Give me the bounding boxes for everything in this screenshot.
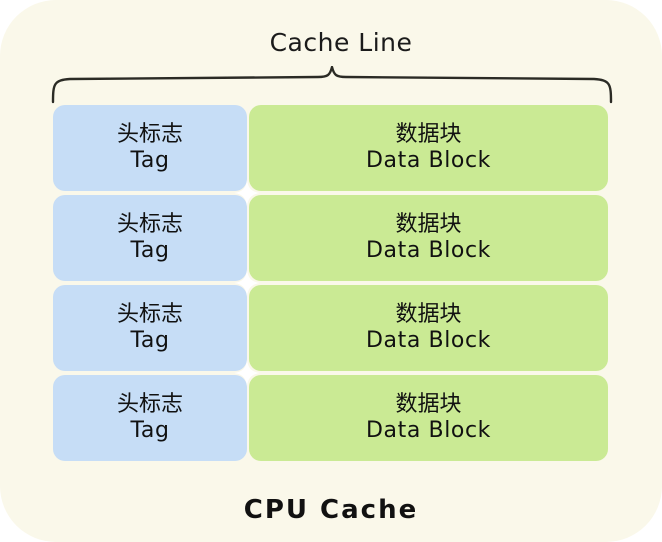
tag-cell-label-cn: 头标志: [116, 392, 183, 418]
tag-cell-label-cn: 头标志: [116, 212, 183, 238]
data-block-label-cn: 数据块: [395, 302, 462, 328]
data-block-cell: 数据块 Data Block: [249, 375, 608, 461]
cache-line-row: 头标志 Tag 数据块 Data Block: [53, 195, 608, 281]
tag-cell-label-en: Tag: [130, 238, 170, 263]
data-block-label-cn: 数据块: [395, 122, 462, 148]
data-block-label-en: Data Block: [365, 148, 492, 173]
tag-cell: 头标志 Tag: [53, 195, 247, 281]
data-block-label-cn: 数据块: [395, 212, 462, 238]
curly-brace-icon: [51, 66, 613, 104]
data-block-cell: 数据块 Data Block: [249, 285, 608, 371]
cache-line-label-text: Cache Line: [269, 28, 413, 57]
data-block-label-en: Data Block: [365, 328, 492, 353]
tag-cell: 头标志 Tag: [53, 285, 247, 371]
tag-cell-label-en: Tag: [130, 148, 170, 173]
data-block-label-cn: 数据块: [395, 392, 462, 418]
data-block-label-en: Data Block: [365, 238, 492, 263]
tag-cell: 头标志 Tag: [53, 105, 247, 191]
tag-cell: 头标志 Tag: [53, 375, 247, 461]
data-block-label-en: Data Block: [365, 418, 492, 443]
tag-cell-label-cn: 头标志: [116, 302, 183, 328]
tag-cell-label-cn: 头标志: [116, 122, 183, 148]
tag-cell-label-en: Tag: [130, 418, 170, 443]
data-block-cell: 数据块 Data Block: [249, 105, 608, 191]
diagram-caption: CPU Cache: [243, 495, 419, 525]
data-block-cell: 数据块 Data Block: [249, 195, 608, 281]
tag-cell-label-en: Tag: [130, 328, 170, 353]
cache-line-label: Cache Line: [0, 28, 662, 57]
cache-line-row: 头标志 Tag 数据块 Data Block: [53, 105, 608, 191]
cache-line-row: 头标志 Tag 数据块 Data Block: [53, 375, 608, 461]
cache-line-row: 头标志 Tag 数据块 Data Block: [53, 285, 608, 371]
cache-rows: 头标志 Tag 数据块 Data Block 头标志 Tag 数据块 Data …: [53, 105, 608, 465]
